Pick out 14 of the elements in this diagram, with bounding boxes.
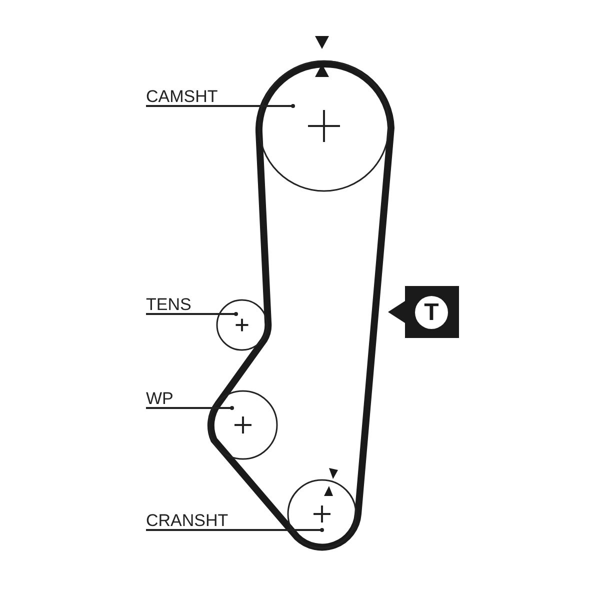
part-label: CAMSHT [146, 87, 218, 106]
part-label: CRANSHT [146, 511, 228, 530]
part-label: TENS [146, 295, 192, 314]
leader-line [146, 312, 238, 316]
leader-line [146, 528, 324, 532]
leader-line [146, 406, 234, 410]
pulley [287, 479, 357, 549]
leader-line [146, 104, 295, 108]
tension-symbol: T [415, 296, 448, 329]
tension-marker [405, 286, 459, 338]
pulley [216, 299, 268, 351]
pulley [258, 60, 390, 192]
part-label: WP [146, 389, 174, 408]
pulley [208, 390, 278, 460]
